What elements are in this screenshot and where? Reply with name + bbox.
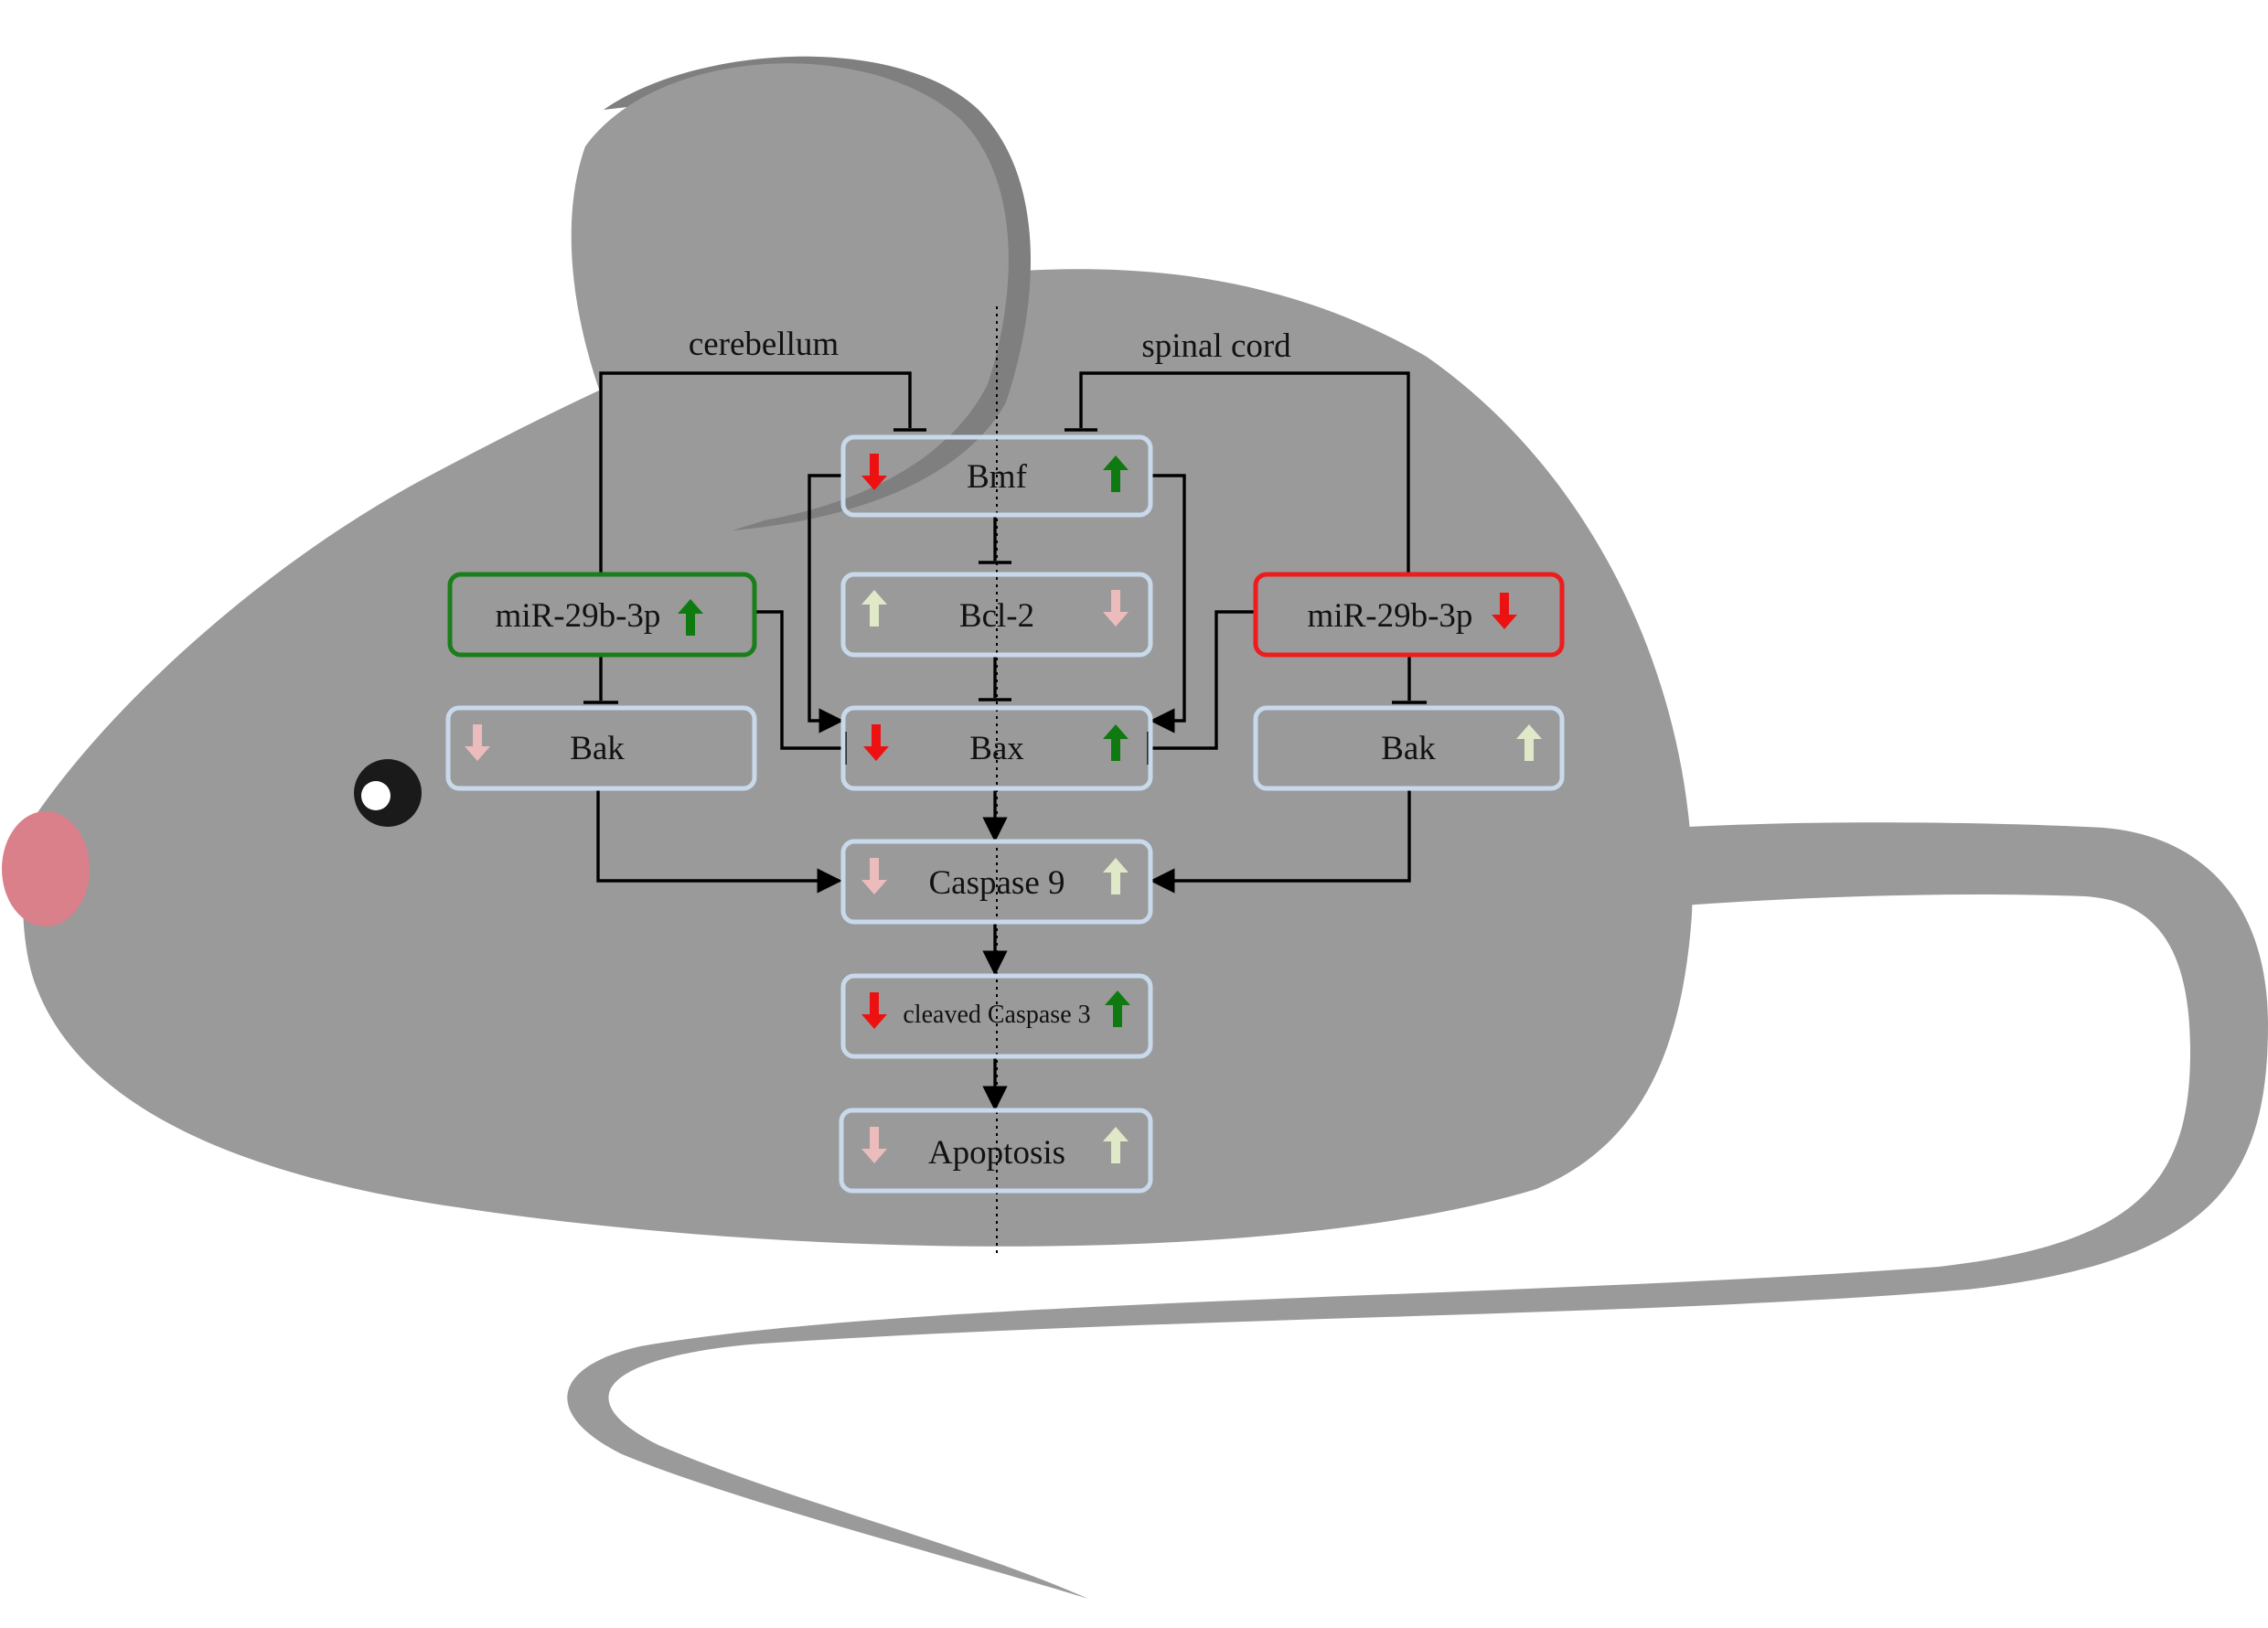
arrow-shape	[1103, 858, 1129, 894]
node-mir-29b-3p-cerebellum: miR-29b-3p	[447, 572, 757, 658]
mouse-nose	[2, 811, 90, 926]
edge-bmf-activates-bax-left	[808, 474, 844, 734]
arrow-shape	[1103, 724, 1129, 761]
node-mir-29b-3p-spinal-cord: miR-29b-3p	[1253, 572, 1565, 658]
node-box	[840, 705, 1153, 791]
arrow-shape	[1103, 590, 1129, 627]
arrow-up-icon	[861, 590, 887, 627]
edge-bak-left-activates-casp9	[596, 788, 842, 894]
arrow-shape	[861, 1127, 887, 1163]
node-label: Caspase 9	[929, 864, 1065, 902]
arrow-shape	[465, 724, 490, 761]
arrow-shape	[861, 858, 887, 894]
arrow-down-icon	[863, 724, 889, 761]
node-apoptosis: Apoptosis	[839, 1108, 1153, 1194]
arrow-shape	[1103, 1127, 1129, 1163]
arrow-down-icon	[861, 454, 887, 490]
node-box	[839, 1108, 1153, 1194]
node-box	[445, 705, 757, 791]
arrow-shape	[1105, 991, 1130, 1027]
arrow-up-icon	[1516, 724, 1542, 761]
node-box	[840, 434, 1153, 518]
node-label: Bax	[969, 730, 1024, 767]
arrow-up-icon	[1103, 724, 1129, 761]
arrow-up-icon	[1103, 1127, 1129, 1163]
edge-bak-right-activates-casp9	[1150, 788, 1411, 894]
node-bak-cerebellum: Bak	[445, 705, 757, 791]
node-box	[447, 572, 757, 658]
arrow-down-icon	[861, 1127, 887, 1163]
node-label: Bcl-2	[959, 597, 1034, 635]
node-bcl-2: Bcl-2	[840, 572, 1153, 658]
edge-bmf-activates-bax-right	[1150, 474, 1186, 734]
edge-mir-left-inhibits-bax	[754, 610, 843, 750]
node-label: Bak	[1381, 730, 1436, 767]
edge-mir-right-inhibits-bmf	[1079, 371, 1410, 574]
region-label-cerebellum: cerebellum	[689, 326, 840, 363]
node-bmf: Bmf	[840, 434, 1153, 518]
arrow-up-icon	[678, 599, 703, 636]
node-box	[1253, 572, 1565, 658]
edge-mir-right-inhibits-bax	[1150, 610, 1256, 750]
mouse-ear	[571, 63, 1009, 526]
arrow-down-icon	[1103, 590, 1129, 627]
region-label-spinal-cord: spinal cord	[1141, 327, 1291, 365]
arrow-shape	[861, 590, 887, 627]
arrow-shape	[861, 454, 887, 490]
node-label: miR-29b-3p	[1308, 597, 1473, 635]
arrow-shape	[1492, 593, 1517, 629]
arrow-shape	[1103, 455, 1129, 492]
arrow-down-icon	[861, 858, 887, 894]
node-bax: Bax	[840, 705, 1153, 791]
arrow-shape	[863, 724, 889, 761]
node-caspase-9: Caspase 9	[840, 839, 1153, 925]
arrow-shape	[861, 992, 887, 1029]
arrow-shape	[1516, 724, 1542, 761]
arrow-down-icon	[465, 724, 490, 761]
pathway-nodes: miR-29b-3p miR-29b-3p Bak Bak Bmf	[445, 434, 1565, 1194]
node-label: Bak	[570, 730, 625, 767]
pathway-edges	[583, 371, 1427, 1111]
arrow-up-icon	[1105, 991, 1130, 1027]
arrow-down-icon	[861, 992, 887, 1029]
node-box	[840, 973, 1153, 1059]
mouse-body	[23, 269, 1693, 1247]
node-label: Bmf	[967, 458, 1027, 496]
node-label: Apoptosis	[928, 1134, 1065, 1172]
node-label: cleaved Caspase 3	[903, 1001, 1090, 1029]
mouse-illustration	[2, 56, 2268, 1599]
node-box	[840, 839, 1153, 925]
node-label: miR-29b-3p	[496, 597, 661, 635]
node-box	[840, 572, 1153, 658]
node-bak-spinal-cord: Bak	[1253, 705, 1565, 791]
arrow-down-icon	[1492, 593, 1517, 629]
node-box	[1253, 705, 1565, 791]
mouse-eye-highlight	[361, 781, 390, 810]
edge-mir-left-inhibits-bmf	[599, 371, 912, 574]
arrow-up-icon	[1103, 455, 1129, 492]
arrow-up-icon	[1103, 858, 1129, 894]
node-cleaved-caspase-3: cleaved Caspase 3	[840, 973, 1153, 1059]
arrow-shape	[678, 599, 703, 636]
